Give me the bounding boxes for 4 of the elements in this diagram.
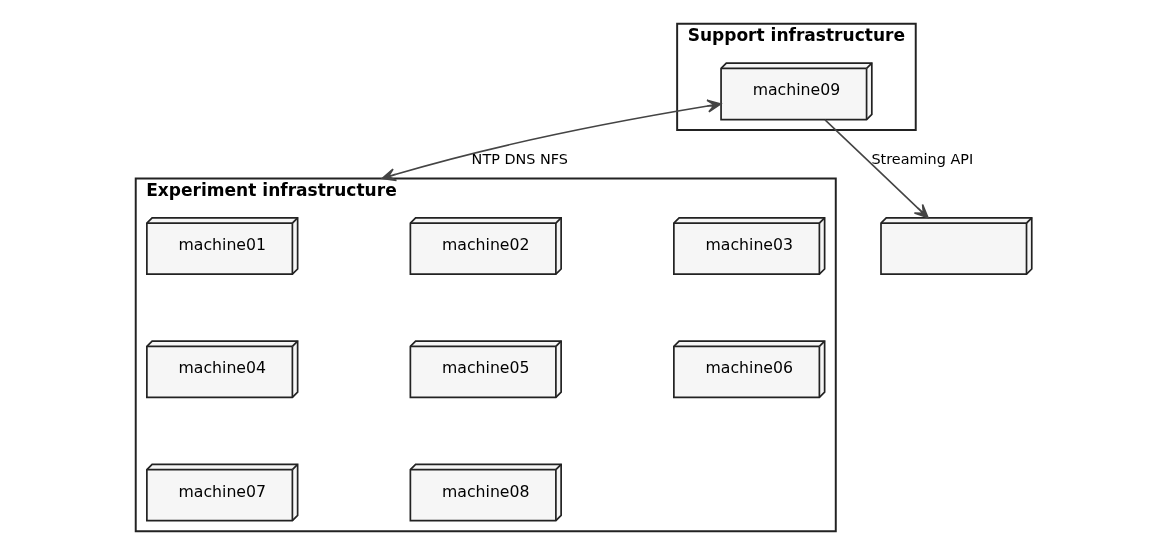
edge-label: Streaming API bbox=[870, 150, 973, 167]
arrow bbox=[380, 99, 722, 182]
arrow bbox=[823, 119, 929, 219]
edge-label: NTP DNS NFS bbox=[471, 150, 568, 167]
